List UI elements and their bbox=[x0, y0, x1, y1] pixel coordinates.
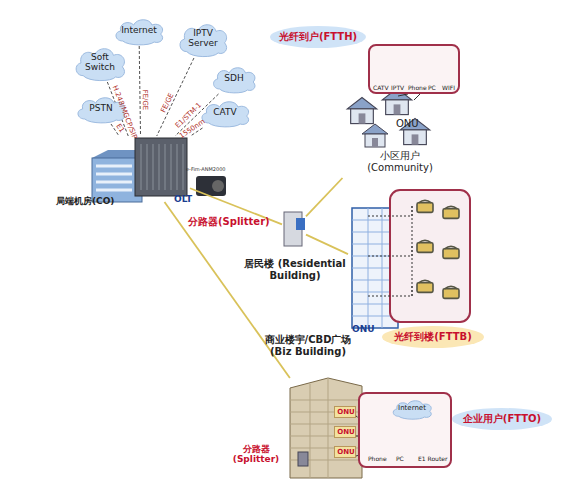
tag-ellipse: 光纤到楼(FTTB) bbox=[382, 326, 484, 348]
phone-icon bbox=[417, 200, 433, 212]
leader-line bbox=[398, 94, 420, 100]
node-text: WIFI bbox=[442, 85, 455, 92]
tag-ellipse: 光纤到户(FTTH) bbox=[270, 26, 366, 48]
phone-icon bbox=[443, 286, 459, 298]
device-knob bbox=[212, 180, 224, 192]
node-text: ONU bbox=[335, 428, 357, 436]
node-text: CATV bbox=[198, 107, 252, 117]
cloud-node: IPTV Server bbox=[176, 20, 230, 58]
phone-icon bbox=[443, 206, 459, 218]
node-text: 光纤到楼(FTTB) bbox=[382, 331, 484, 343]
node-text: IPTV Server bbox=[183, 28, 223, 49]
node-text: Internet bbox=[112, 25, 166, 35]
node-text: IPTV bbox=[391, 85, 404, 92]
splitter-cabinet bbox=[284, 212, 305, 246]
node-text: PC bbox=[396, 456, 404, 463]
biz-building: 商业楼宇/CBD广场 (Biz Building)分路器 (Splitter)O… bbox=[288, 378, 363, 478]
biz-building bbox=[290, 378, 362, 478]
node-text: ONU bbox=[335, 408, 357, 416]
house-icon bbox=[347, 98, 376, 124]
node-text: E1 Router bbox=[418, 456, 447, 463]
node-text: 居民楼 (Residential Building) bbox=[230, 258, 360, 281]
node-text: 商业楼宇/CBD广场 (Biz Building) bbox=[258, 334, 358, 357]
cloud-outline bbox=[76, 49, 124, 81]
dashed-link bbox=[139, 46, 140, 136]
node-text: 分路器 (Splitter) bbox=[226, 444, 286, 465]
fiber-line bbox=[306, 178, 342, 216]
onu-box: ONU bbox=[334, 446, 356, 458]
node-text: ONU bbox=[396, 118, 419, 130]
onu-box: ONU bbox=[334, 426, 356, 438]
phone-icon bbox=[417, 240, 433, 252]
interface-label: FE/GE bbox=[141, 90, 149, 111]
node-text: Soft Switch bbox=[80, 52, 120, 73]
node-text: SDH bbox=[210, 73, 258, 83]
phone-icon bbox=[417, 280, 433, 292]
cloud-node: Internet bbox=[390, 398, 434, 420]
onu-box: ONU bbox=[334, 406, 356, 418]
device-box: CATVIPTV PhonePC WIFI bbox=[368, 44, 460, 94]
node-text: 小区用户 (Community) bbox=[360, 150, 440, 173]
building-floors bbox=[290, 378, 362, 478]
node-text: Internet bbox=[390, 404, 434, 412]
cabinet-door bbox=[296, 218, 305, 230]
community: ONU 小区用户 (Community) bbox=[330, 78, 450, 178]
residential-building: 居民楼 (Residential Building)ONU bbox=[348, 200, 408, 336]
node-text: 企业用户(FTTO) bbox=[452, 413, 552, 425]
node-text: 局端机房(CO) bbox=[56, 196, 114, 206]
splitter-box bbox=[298, 452, 308, 466]
ellipse-outline bbox=[382, 326, 484, 348]
node-text: ONU bbox=[335, 448, 357, 456]
dotted-wiring bbox=[368, 206, 412, 296]
fiber-line bbox=[306, 235, 348, 255]
central-office: 局端机房(CO)OLT bbox=[92, 136, 190, 202]
device-label: e-Fim-ANM2000 bbox=[186, 166, 226, 172]
olt-chassis bbox=[135, 138, 187, 196]
node-text: PC bbox=[428, 85, 436, 92]
node-text: Phone bbox=[408, 85, 427, 92]
ellipse-outline bbox=[270, 26, 366, 48]
interface-label: FE/GE bbox=[159, 92, 175, 114]
node-text: 光纤到户(FTTH) bbox=[270, 31, 366, 43]
house-icon bbox=[362, 124, 388, 147]
node-text: CATV bbox=[373, 85, 389, 92]
node-text: ONU bbox=[352, 324, 375, 334]
node-text: OLT bbox=[174, 194, 192, 204]
ellipse-outline bbox=[452, 408, 552, 430]
co-windows bbox=[96, 166, 132, 190]
chassis-slots bbox=[141, 144, 183, 190]
cloud-node: SDH bbox=[210, 64, 258, 94]
phone-icon bbox=[443, 246, 459, 258]
cloud-node: Soft Switch bbox=[72, 44, 128, 82]
device-box: Phone PC E1 Router Internet bbox=[358, 392, 452, 468]
node-text: Phone bbox=[368, 456, 387, 463]
cloud-node: Internet bbox=[112, 16, 166, 46]
splitter: 分路器(Splitter) bbox=[282, 210, 306, 248]
cloud-outline bbox=[180, 25, 227, 57]
tag-ellipse: 企业用户(FTTO) bbox=[452, 408, 552, 430]
node-text: 分路器(Splitter) bbox=[188, 216, 270, 228]
chassis-body bbox=[135, 138, 187, 196]
